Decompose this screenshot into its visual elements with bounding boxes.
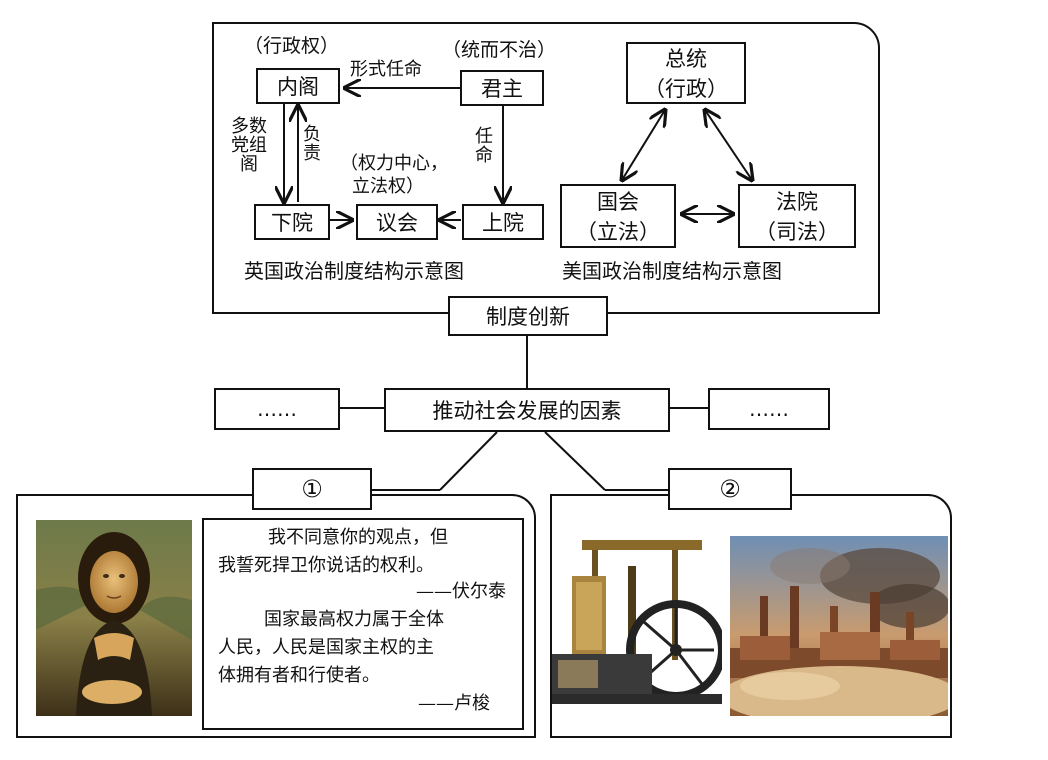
president-node: 总统 （行政） <box>626 42 746 104</box>
industrial-city-painting <box>730 536 948 716</box>
monarch-note: （统而不治） <box>442 39 557 61</box>
majority-party-label: 多数党组阁 <box>231 116 267 175</box>
parliament-node: 议会 <box>356 204 438 240</box>
parliament-note-line2: 立法权） <box>352 176 424 197</box>
right-ellipsis-box: …… <box>708 388 830 430</box>
parliament-note-line1: （权力中心， <box>340 153 448 174</box>
monarch-node: 君主 <box>460 70 544 106</box>
steam-engine-image <box>552 536 726 718</box>
court-label: 法院 <box>776 190 818 214</box>
line-center-to-1 <box>439 431 498 491</box>
lower-house-node: 下院 <box>254 204 330 240</box>
rousseau-quote-line3: 体拥有者和行使者。 <box>218 665 380 686</box>
voltaire-quote-line2: 我誓死捍卫你说话的权利。 <box>218 555 434 576</box>
left-ellipsis-box: …… <box>214 388 340 430</box>
us-caption: 美国政治制度结构示意图 <box>562 259 782 283</box>
formal-appoint-label: 形式任命 <box>350 59 422 80</box>
rousseau-quote-line2: 人民，人民是国家主权的主 <box>218 637 434 658</box>
rousseau-author: ——卢梭 <box>418 693 490 714</box>
rousseau-quote-line1: 国家最高权力属于全体 <box>264 609 444 630</box>
center-factor-box: 推动社会发展的因素 <box>384 388 670 432</box>
label-1-box: ① <box>252 468 372 510</box>
political-systems-panel <box>212 22 880 314</box>
innovation-box: 制度创新 <box>448 296 608 336</box>
congress-node: 国会 （立法） <box>560 184 676 248</box>
president-role: （行政） <box>644 77 728 101</box>
responsible-label: 负责 <box>303 124 321 164</box>
cabinet-note: （行政权） <box>244 35 340 57</box>
congress-role: （立法） <box>576 220 660 244</box>
arrow-president-court <box>705 110 752 180</box>
quote-box <box>202 518 524 730</box>
president-label: 总统 <box>665 47 707 71</box>
cabinet-node: 内阁 <box>256 68 340 104</box>
uk-caption: 英国政治制度结构示意图 <box>244 259 464 283</box>
voltaire-author: ——伏尔泰 <box>416 581 506 602</box>
label-2-box: ② <box>668 468 792 510</box>
line-center-to-2 <box>544 431 606 491</box>
arrow-president-congress <box>622 110 665 180</box>
mona-lisa-painting <box>36 520 192 716</box>
court-role: （司法） <box>755 220 839 244</box>
upper-house-node: 上院 <box>462 204 544 240</box>
appoint-label: 任命 <box>475 126 493 166</box>
voltaire-quote-line1: 我不同意你的观点，但 <box>268 527 448 548</box>
court-node: 法院 （司法） <box>738 184 856 248</box>
congress-label: 国会 <box>597 190 639 214</box>
